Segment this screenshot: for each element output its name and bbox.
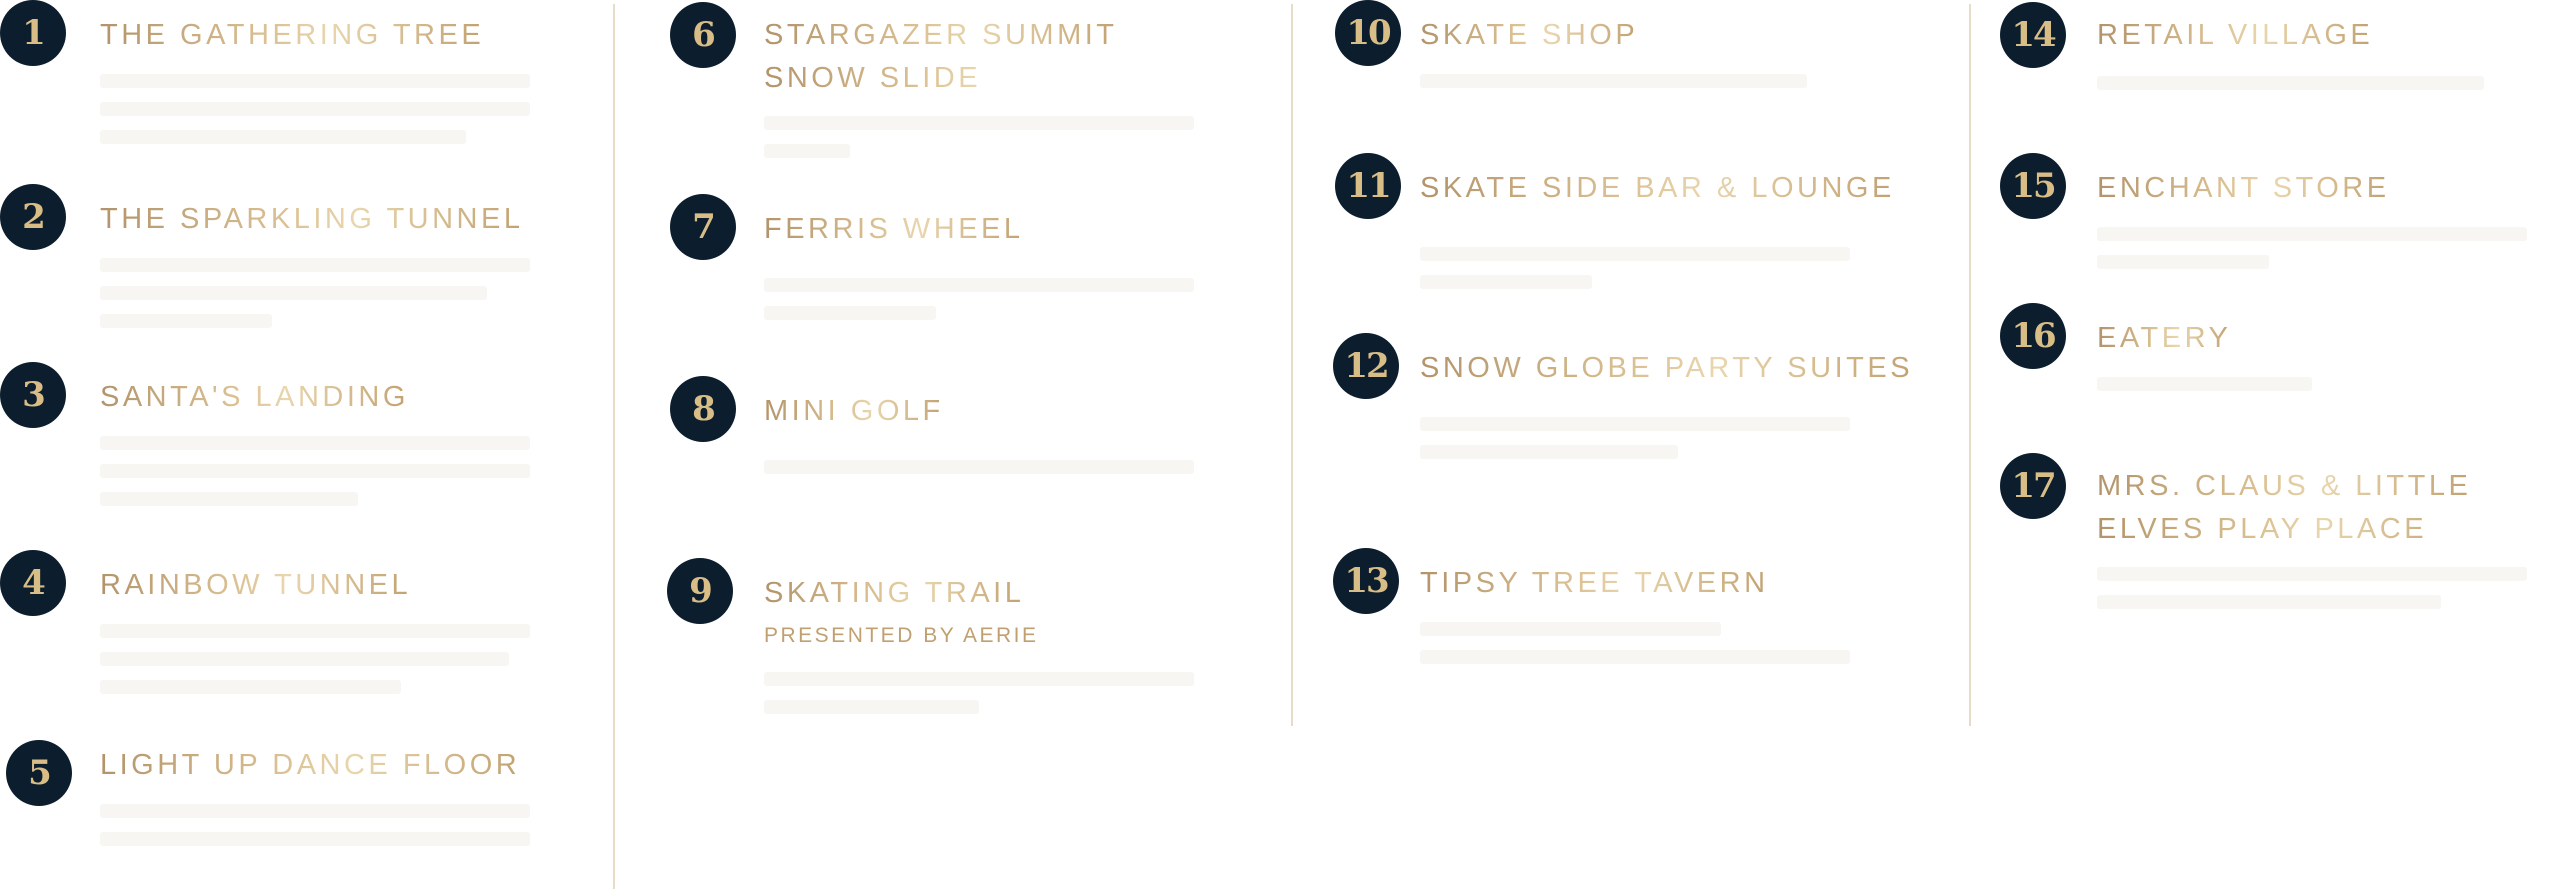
number-badge: 15 [2000,153,2066,219]
attraction-subtitle: PRESENTED BY AERIE [764,624,1039,647]
attraction-title: ENCHANT STORE [2097,167,2390,210]
attraction-description [100,422,530,520]
attraction-title: RAINBOW TUNNEL [100,564,411,607]
attraction-title: SKATE SIDE BAR & LOUNGE [1420,167,1895,210]
attraction-description [2097,363,2527,405]
attraction-description [100,60,530,158]
attraction-description [100,610,530,708]
number-badge: 17 [2000,453,2066,519]
attraction-description [2097,213,2527,283]
attraction-title: THE GATHERING TREE [100,14,484,57]
number-badge: 13 [1333,548,1399,614]
attraction-title-line: SNOW SLIDE [764,62,982,94]
attraction-title: FERRIS WHEEL [764,208,1024,251]
attraction-description [1420,233,1850,303]
column-divider [613,4,615,889]
attraction-title: SKATING TRAIL [764,572,1024,615]
attraction-title: SKATE SHOP [1420,14,1638,57]
attraction-description [1420,608,1850,678]
attraction-description [764,102,1194,172]
attraction-title-line: STARGAZER SUMMIT [764,19,1118,51]
attraction-description [100,790,530,860]
attraction-description [100,244,530,342]
number-badge: 7 [670,194,736,260]
attraction-description [2097,553,2527,623]
number-badge: 2 [0,184,66,250]
number-badge: 11 [1335,153,1401,219]
attraction-title: STARGAZER SUMMIT SNOW SLIDE [764,14,1118,100]
number-badge: 3 [0,362,66,428]
number-badge: 12 [1333,333,1399,399]
attraction-title: RETAIL VILLAGE [2097,14,2373,57]
attraction-description [764,446,1194,488]
attraction-description [764,264,1194,334]
column-divider [1969,4,1971,726]
attraction-title-line: ELVES PLAY PLACE [2097,513,2428,545]
attraction-description [1420,60,1850,102]
attraction-title-line: MRS. CLAUS & LITTLE [2097,470,2472,502]
attraction-title: SNOW GLOBE PARTY SUITES [1420,347,1913,390]
number-badge: 5 [6,740,72,806]
number-badge: 1 [0,0,66,66]
number-badge: 6 [670,2,736,68]
column-divider [1291,4,1293,726]
number-badge: 8 [670,376,736,442]
attraction-title: MRS. CLAUS & LITTLE ELVES PLAY PLACE [2097,465,2471,551]
attraction-description [764,658,1194,728]
attraction-title: EATERY [2097,317,2231,360]
attraction-title: MINI GOLF [764,390,944,433]
attraction-title: THE SPARKLING TUNNEL [100,198,523,241]
number-badge: 10 [1335,0,1401,66]
attraction-title: LIGHT UP DANCE FLOOR [100,744,520,787]
attraction-description [2097,62,2527,104]
attraction-title: SANTA'S LANDING [100,376,409,419]
attraction-title: TIPSY TREE TAVERN [1420,562,1769,605]
attraction-description [1420,403,1850,473]
number-badge: 14 [2000,2,2066,68]
number-badge: 4 [0,550,66,616]
number-badge: 16 [2000,303,2066,369]
number-badge: 9 [667,558,733,624]
